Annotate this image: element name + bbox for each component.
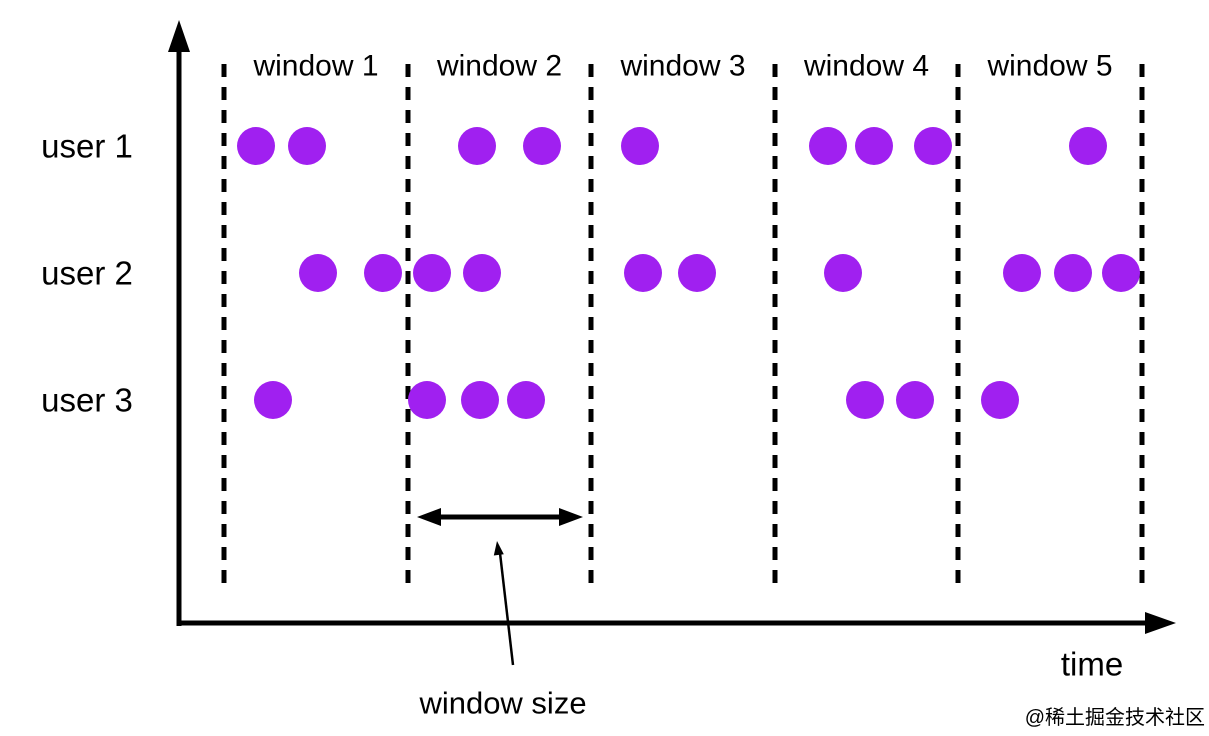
event-dot	[364, 254, 402, 292]
annotation-pointer-arrowhead-icon	[493, 541, 504, 556]
event-dot	[624, 254, 662, 292]
event-dot	[254, 381, 292, 419]
event-dot	[1069, 127, 1107, 165]
user-label: user 2	[41, 255, 133, 292]
event-dot	[1054, 254, 1092, 292]
x-axis-arrowhead-icon	[1145, 612, 1176, 634]
event-dot	[1003, 254, 1041, 292]
event-dot	[463, 254, 501, 292]
event-dot	[288, 127, 326, 165]
event-dot	[678, 254, 716, 292]
event-dot	[846, 381, 884, 419]
event-dot	[523, 127, 561, 165]
event-dot	[458, 127, 496, 165]
event-dot	[299, 254, 337, 292]
x-axis: time	[177, 612, 1176, 683]
event-dot	[621, 127, 659, 165]
window-size-arrow-right-head-icon	[559, 508, 583, 526]
window-label: window 4	[803, 50, 929, 83]
window-label: window 5	[986, 50, 1112, 83]
watermark-text: @稀土掘金技术社区	[1025, 706, 1205, 729]
x-axis-label: time	[1061, 646, 1123, 683]
window-label: window 1	[252, 50, 378, 83]
event-dot	[855, 127, 893, 165]
event-dot	[237, 127, 275, 165]
window-boundaries	[221, 64, 1145, 592]
annotation-pointer-line	[498, 552, 515, 666]
window-size-annotation: window size	[417, 508, 587, 721]
window-label: window 2	[436, 50, 562, 83]
event-dots	[237, 127, 1140, 419]
window-labels: window 1 window 2 window 3 window 4 window 5	[252, 50, 1112, 83]
user-label: user 3	[41, 382, 133, 419]
event-dot	[981, 381, 1019, 419]
event-dot	[413, 254, 451, 292]
window-label: window 3	[619, 50, 745, 83]
event-dot	[914, 127, 952, 165]
window-size-arrow-left-head-icon	[417, 508, 441, 526]
y-axis-arrowhead-icon	[168, 20, 190, 52]
window-size-label: window size	[418, 686, 586, 721]
y-axis	[168, 20, 190, 626]
user-labels: user 1 user 2 user 3	[41, 128, 133, 419]
event-dot	[1102, 254, 1140, 292]
user-label: user 1	[41, 128, 133, 165]
event-dot	[461, 381, 499, 419]
event-dot	[824, 254, 862, 292]
event-dot	[507, 381, 545, 419]
event-dot	[809, 127, 847, 165]
event-dot	[408, 381, 446, 419]
event-dot	[896, 381, 934, 419]
